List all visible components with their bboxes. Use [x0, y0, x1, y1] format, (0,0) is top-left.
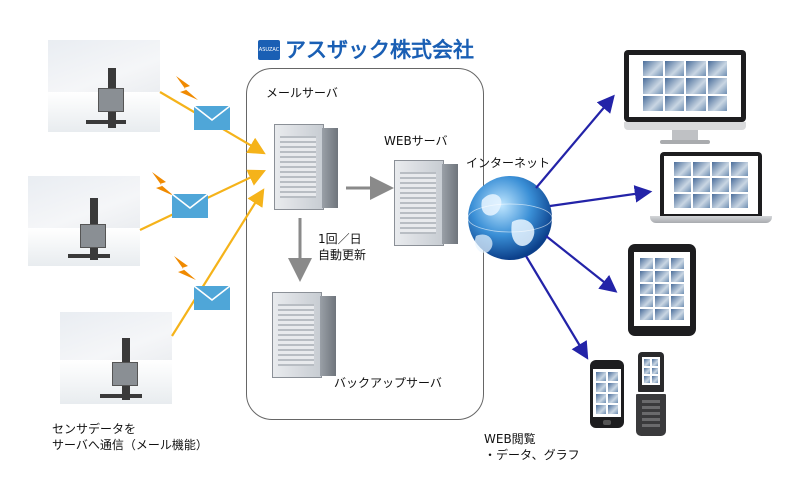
mail-server-icon	[274, 124, 338, 210]
sensor-photo-1	[48, 40, 160, 132]
lightning-icon-2	[152, 172, 174, 196]
internet-label: インターネット	[466, 156, 551, 170]
web-server-icon	[394, 160, 458, 246]
web-caption-line1: WEB閲覧	[484, 432, 536, 446]
lightning-icon-1	[176, 76, 198, 100]
sensor3-arrow	[171, 188, 265, 337]
globe-to-tablet-arrow	[545, 235, 618, 293]
envelope-icon-2	[171, 193, 209, 218]
globe-to-desktop-arrow	[535, 94, 615, 189]
envelope-icon-3	[193, 285, 231, 310]
mail-server-label: メールサーバ	[266, 86, 338, 100]
update-label-line1: 1回／日	[318, 232, 362, 246]
lightning-icon-3	[174, 256, 196, 280]
web-server-label: WEBサーバ	[384, 134, 448, 148]
feature-phone-icon	[636, 352, 666, 436]
company-name: アスザック株式会社	[285, 38, 474, 62]
company-logo-icon: ASUZAC	[258, 40, 280, 60]
laptop-icon	[650, 152, 772, 224]
tablet-icon	[628, 244, 696, 336]
sensor-caption-line1: センサデータを	[52, 422, 137, 436]
globe-to-laptop-arrow	[549, 185, 653, 208]
backup-server-label: バックアップサーバ	[334, 376, 442, 390]
globe-icon	[467, 176, 553, 260]
globe-to-phone-arrow	[525, 255, 589, 360]
smartphone-icon	[590, 360, 624, 428]
desktop-monitor-icon	[624, 50, 746, 146]
envelope-icon-1	[193, 105, 231, 130]
sensor-photo-2	[28, 176, 140, 266]
sensor-photo-3	[60, 312, 172, 404]
sensor-caption-line2: サーバへ通信（メール機能）	[52, 438, 208, 452]
web-caption-line2: ・データ、グラフ	[484, 448, 580, 462]
backup-server-icon	[272, 292, 336, 378]
update-label-line2: 自動更新	[318, 248, 367, 262]
